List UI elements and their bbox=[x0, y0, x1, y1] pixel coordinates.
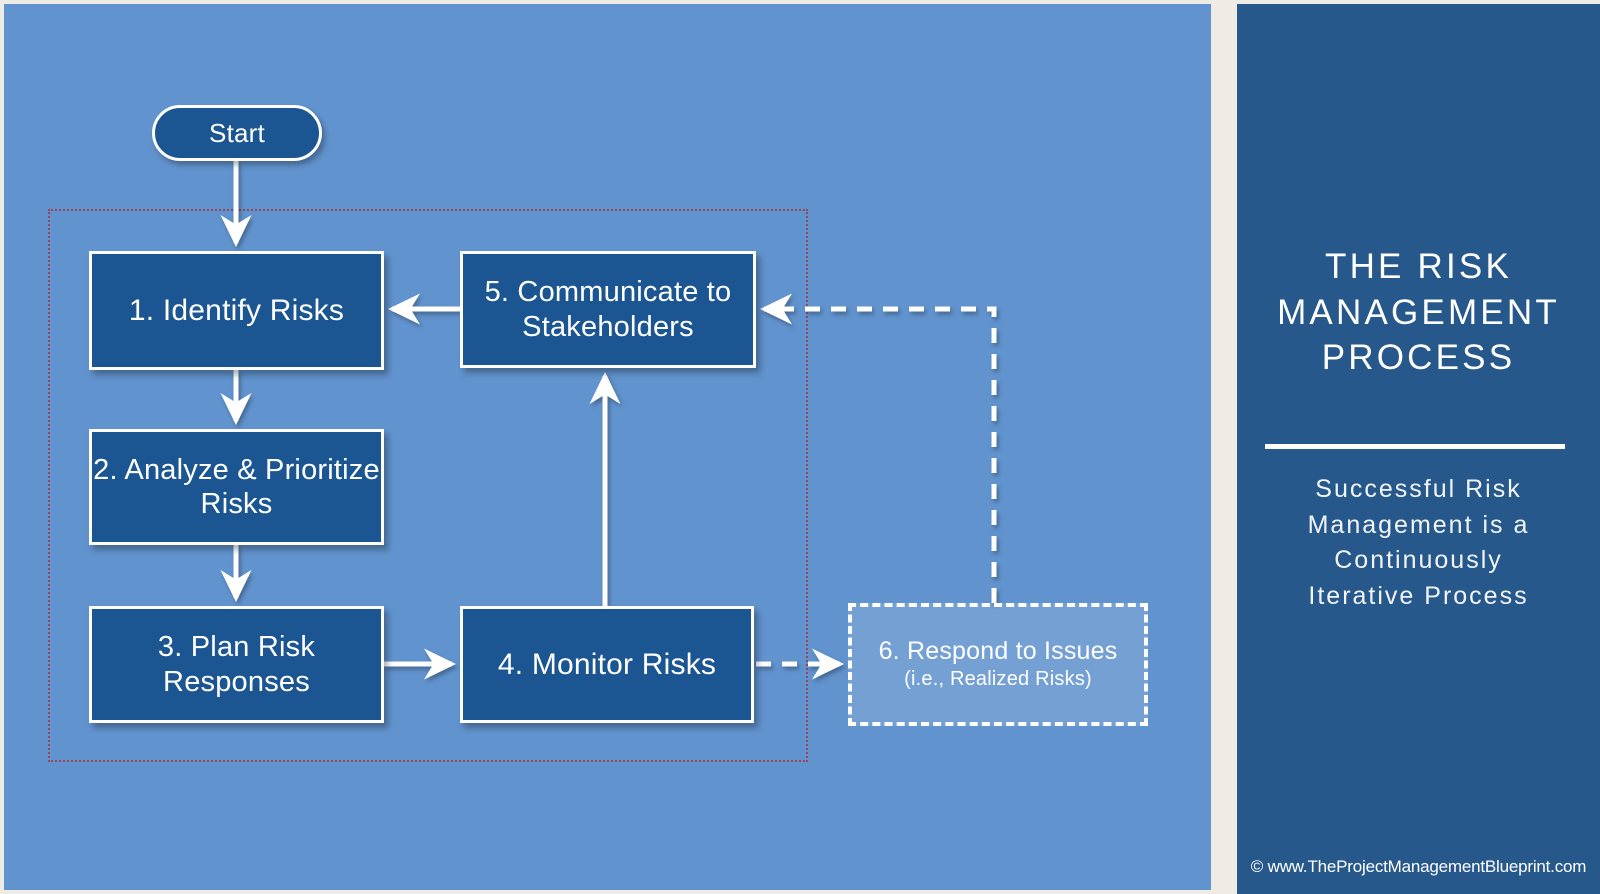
node-respond-to-issues[interactable]: 6. Respond to Issues (i.e., Realized Ris… bbox=[848, 603, 1148, 726]
panel-subtitle: Successful Risk Management is a Continuo… bbox=[1247, 472, 1590, 614]
panel-subtitle-line-1: Successful Risk bbox=[1315, 475, 1522, 503]
node-analyze-prioritize-risks-label: 2. Analyze & Prioritize Risks bbox=[93, 453, 380, 520]
panel-subtitle-line-3: Continuously bbox=[1334, 546, 1503, 574]
panel-subtitle-line-4: Iterative Process bbox=[1308, 581, 1529, 610]
panel-title-line-1: THE RISK bbox=[1324, 247, 1512, 286]
node-analyze-prioritize-risks[interactable]: 2. Analyze & Prioritize Risks bbox=[89, 429, 384, 545]
node-start[interactable]: Start bbox=[152, 105, 322, 161]
node-monitor-risks[interactable]: 4. Monitor Risks bbox=[460, 606, 754, 723]
node-monitor-risks-label: 4. Monitor Risks bbox=[497, 647, 717, 681]
node-communicate-to-stakeholders[interactable]: 5. Communicate to Stakeholders bbox=[460, 251, 756, 368]
node-communicate-to-stakeholders-label: 5. Communicate to Stakeholders bbox=[484, 276, 732, 343]
panel-subtitle-line-2: Management is a bbox=[1307, 510, 1530, 539]
copyright-footer: © www.TheProjectManagementBlueprint.com bbox=[1250, 857, 1587, 876]
node-plan-risk-responses[interactable]: 3. Plan Risk Responses bbox=[89, 606, 384, 723]
title-panel: THE RISK MANAGEMENT PROCESS Successful R… bbox=[1237, 4, 1600, 894]
panel-title-line-3: PROCESS bbox=[1321, 338, 1516, 377]
flowchart-panel: Start 1. Identify Risks 2. Analyze & Pri… bbox=[4, 4, 1211, 890]
node-identify-risks[interactable]: 1. Identify Risks bbox=[89, 251, 384, 370]
panel-title: THE RISK MANAGEMENT PROCESS bbox=[1237, 244, 1600, 381]
node-start-label: Start bbox=[209, 117, 265, 148]
node-respond-to-issues-label: 6. Respond to Issues bbox=[878, 636, 1118, 665]
node-plan-risk-responses-label: 3. Plan Risk Responses bbox=[157, 631, 316, 698]
node-respond-to-issues-sublabel: (i.e., Realized Risks) bbox=[904, 668, 1092, 691]
panel-divider bbox=[1265, 444, 1565, 449]
panel-title-line-2: MANAGEMENT bbox=[1277, 292, 1560, 332]
node-identify-risks-label: 1. Identify Risks bbox=[128, 293, 345, 327]
